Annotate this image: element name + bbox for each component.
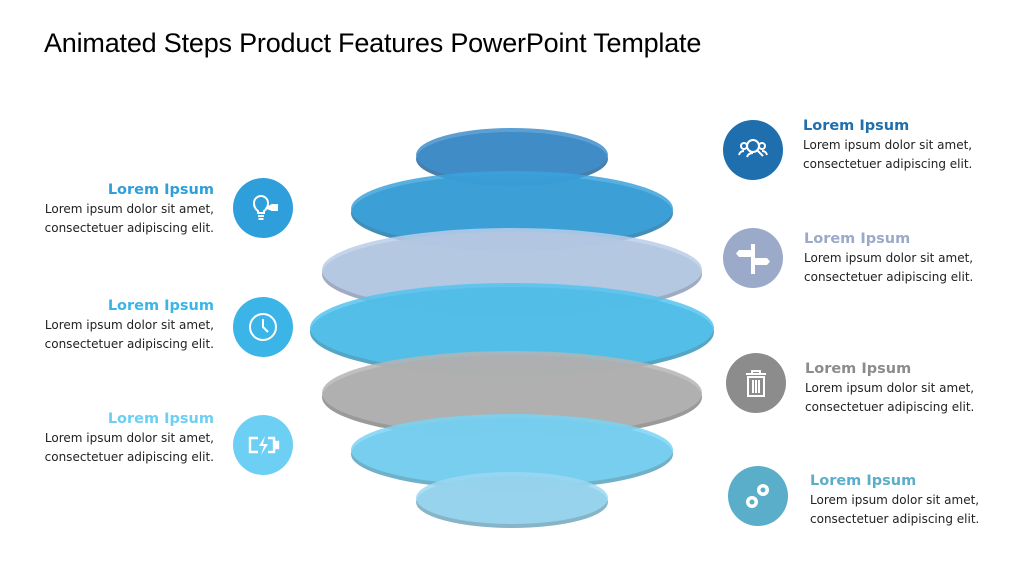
feature-left-3: Lorem Ipsum Lorem ipsum dolor sit amet,c… (45, 411, 214, 467)
signpost-icon (723, 228, 783, 288)
feature-description: Lorem ipsum dolor sit amet,consectetuer … (803, 138, 973, 171)
feature-heading: Lorem Ipsum (803, 118, 910, 134)
feature-description: Lorem ipsum dolor sit amet,consectetuer … (44, 431, 214, 464)
disc-layer-7 (416, 472, 608, 524)
disc-layer-5 (322, 351, 702, 435)
battery-charging-icon (233, 415, 293, 475)
feature-description: Lorem ipsum dolor sit amet,consectetuer … (805, 381, 975, 414)
feature-right-4: Lorem Ipsum Lorem ipsum dolor sit amet,c… (810, 473, 979, 529)
disc-layer-1 (416, 128, 608, 182)
feature-description: Lorem ipsum dolor sit amet,consectetuer … (44, 202, 214, 235)
feature-heading: Lorem Ipsum (107, 411, 214, 427)
slide-title: Animated Steps Product Features PowerPoi… (44, 28, 702, 58)
feature-right-3: Lorem Ipsum Lorem ipsum dolor sit amet,c… (805, 361, 974, 417)
feature-left-2: Lorem Ipsum Lorem ipsum dolor sit amet,c… (45, 298, 214, 354)
clock-icon (233, 297, 293, 357)
feature-right-2: Lorem Ipsum Lorem ipsum dolor sit amet,c… (804, 231, 973, 287)
gears-icon (728, 466, 788, 526)
trash-icon (726, 353, 786, 413)
feature-heading: Lorem Ipsum (107, 298, 214, 314)
disc-layer-4 (310, 283, 714, 373)
lightbulb-tag-icon (233, 178, 293, 238)
feature-description: Lorem ipsum dolor sit amet,consectetuer … (810, 493, 980, 526)
feature-description: Lorem ipsum dolor sit amet,consectetuer … (804, 251, 974, 284)
feature-heading: Lorem Ipsum (804, 231, 911, 247)
feature-right-1: Lorem Ipsum Lorem ipsum dolor sit amet,c… (803, 118, 972, 174)
feature-heading: Lorem Ipsum (107, 182, 214, 198)
people-search-icon (723, 120, 783, 180)
disc-layer-6 (351, 414, 673, 486)
feature-left-1: Lorem Ipsum Lorem ipsum dolor sit amet,c… (45, 182, 214, 238)
feature-heading: Lorem Ipsum (810, 473, 917, 489)
feature-description: Lorem ipsum dolor sit amet,consectetuer … (44, 318, 214, 351)
feature-heading: Lorem Ipsum (805, 361, 912, 377)
disc-layer-2 (351, 171, 673, 247)
